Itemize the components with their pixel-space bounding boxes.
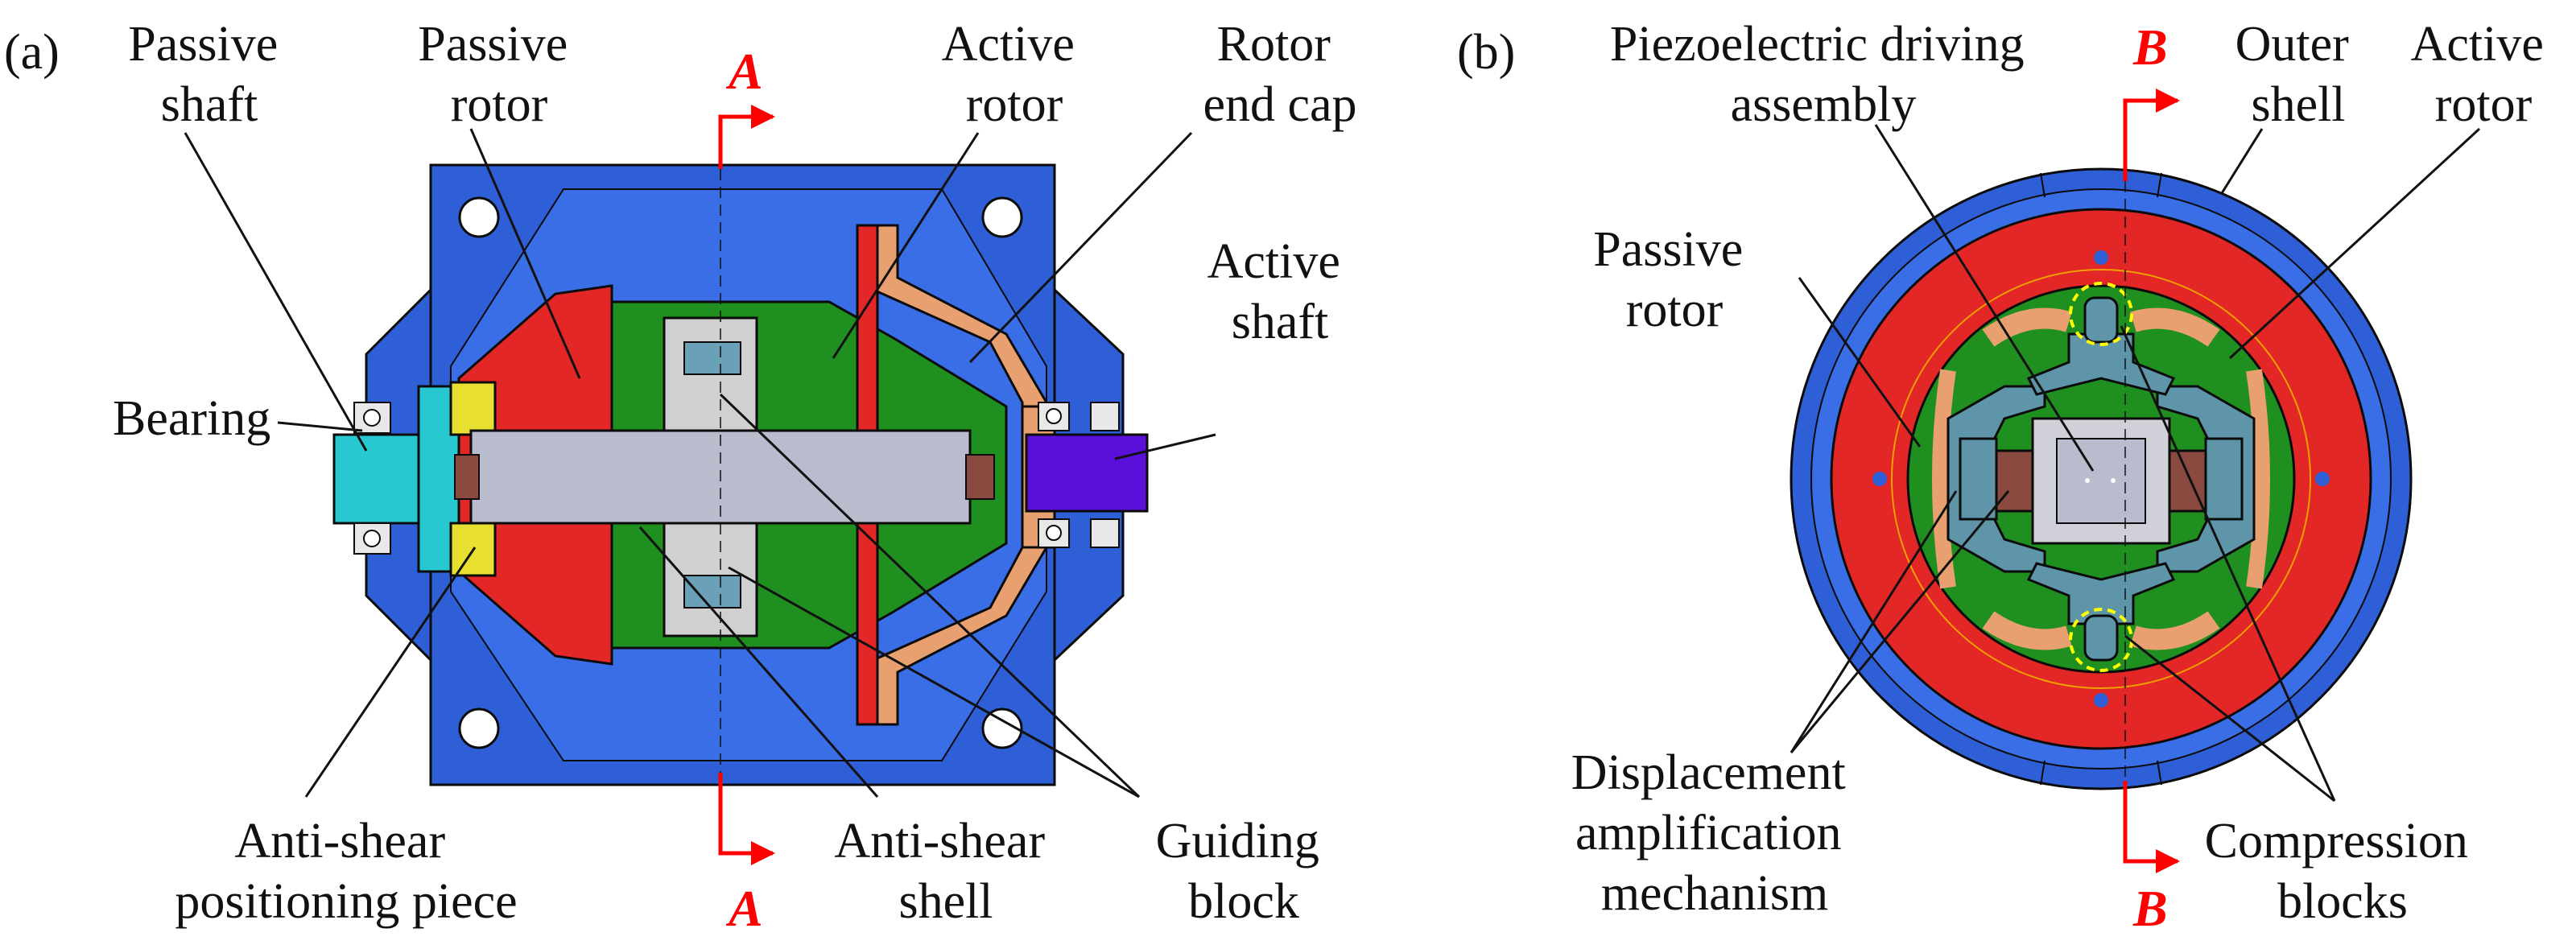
label-bearing: Bearing [113,391,270,446]
panel-b: B B (b) Piezoelectric driving assembly O… [1457,17,2557,937]
label-displacement-amplification-mechanism: Displacement amplification mechanism [1571,745,1858,921]
label-anti-shear-positioning-piece: Anti-shear positioning piece [175,814,517,929]
label-rotor-end-cap: Rotor end cap [1203,17,1356,132]
label-active-rotor-b: Active rotor [2411,17,2557,132]
label-passive-rotor-a: Passive rotor [418,17,580,132]
active-shaft-assembly [1021,402,1149,549]
label-piezoelectric-driving-assembly: Piezoelectric driving assembly [1610,17,2037,132]
section-marker-b: B B [2123,19,2180,937]
label-passive-rotor-b: Passive rotor [1593,222,1756,337]
label-active-rotor-a: Active rotor [942,17,1088,132]
label-compression-blocks: Compression blocks [2205,814,2481,929]
label-passive-shaft: Passive shaft [128,17,291,132]
label-anti-shear-shell: Anti-shear shell [834,814,1057,929]
section-letter-b-bottom: B [2132,880,2168,937]
piezoelectric-driving-assembly-b [1995,417,2207,545]
displacement-amplification-mechanism-b [1946,296,2256,662]
leader-lines-b [1790,124,2481,803]
guiding-blocks-a [663,316,758,637]
section-letter-a-bottom: A [725,880,763,937]
panel-tag-b: (b) [1457,25,1515,80]
label-active-shaft: Active shaft [1208,234,1353,349]
section-letter-b-top: B [2132,19,2168,76]
section-marker-a: A A [718,43,775,937]
leader-lines-a [184,128,1216,798]
label-outer-shell: Outer shell [2235,17,2362,132]
section-letter-a-top: A [725,43,763,100]
shaft-a [454,429,995,525]
panel-a: A A (a) Passive shaft Passive rotor A [4,17,1357,937]
panel-tag-a: (a) [4,25,60,80]
label-guiding-block: Guiding block [1156,814,1332,929]
